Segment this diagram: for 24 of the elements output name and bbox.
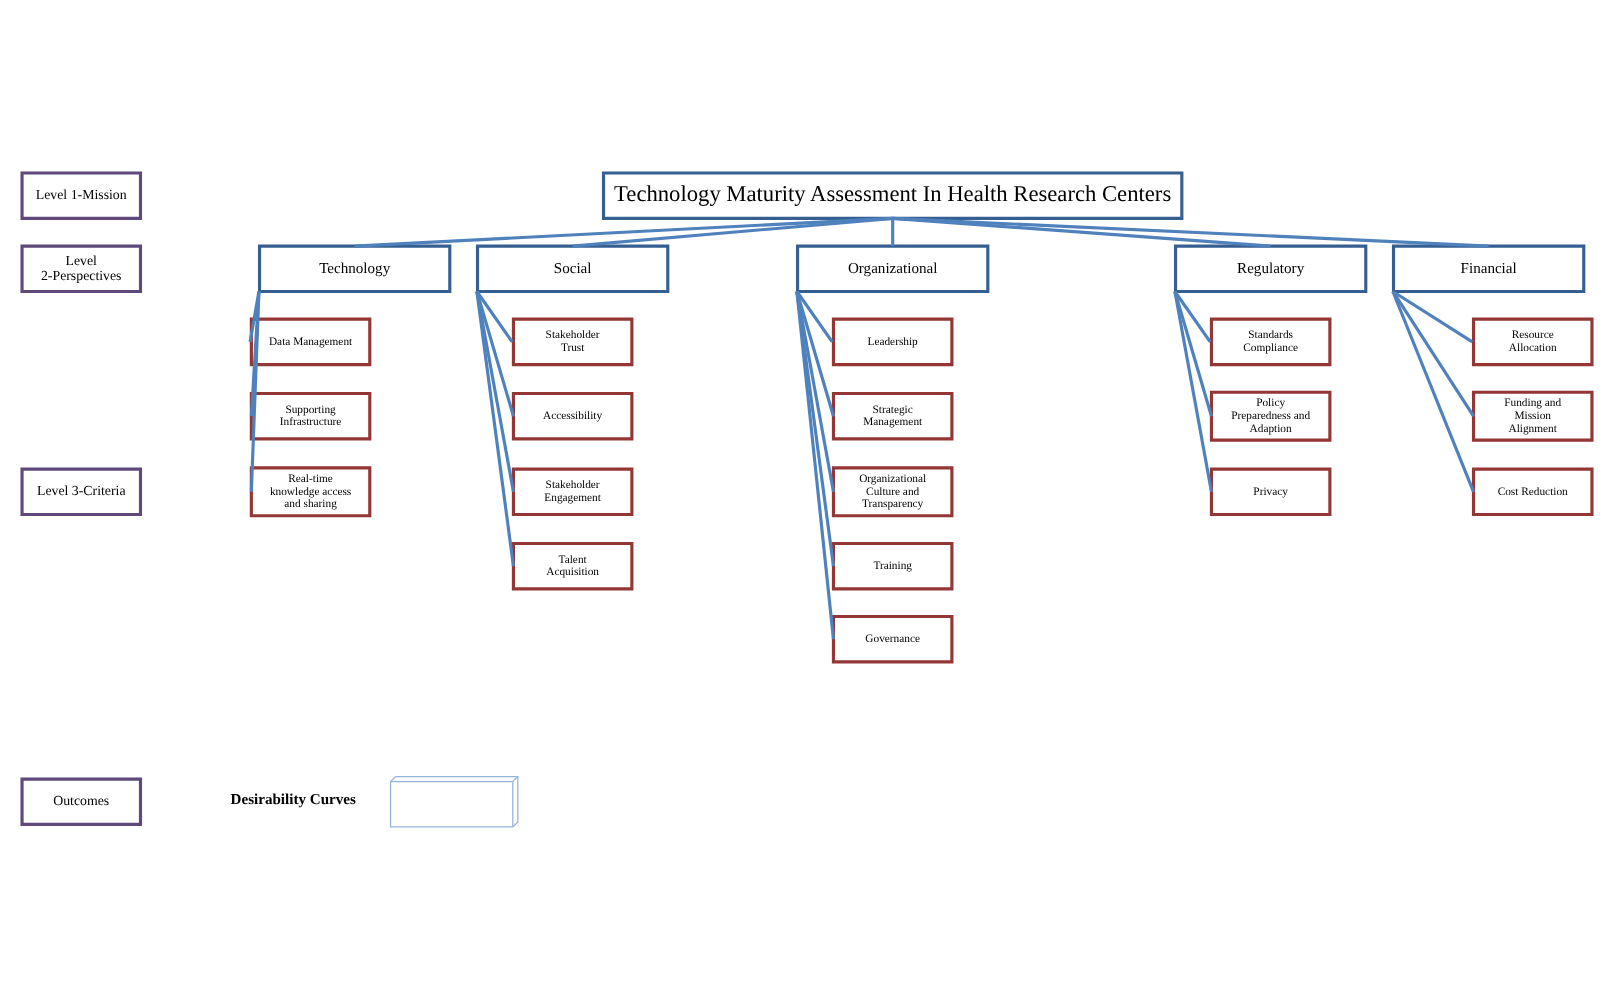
connector xyxy=(475,289,514,342)
connector xyxy=(795,289,834,342)
connector xyxy=(892,215,1489,247)
connector xyxy=(475,290,515,566)
connector xyxy=(354,215,893,247)
connector xyxy=(1391,289,1475,417)
connector xyxy=(248,290,261,342)
connector xyxy=(1391,289,1475,492)
connector xyxy=(1392,289,1474,343)
connector xyxy=(795,290,835,416)
connector xyxy=(1173,290,1213,416)
connector xyxy=(892,215,1271,247)
connector xyxy=(249,290,261,416)
connector xyxy=(795,290,835,492)
connector xyxy=(475,290,515,492)
connector xyxy=(572,215,893,247)
connector xyxy=(891,217,895,246)
connector xyxy=(249,290,261,491)
connector xyxy=(795,290,836,639)
connector xyxy=(1173,290,1213,492)
connector xyxy=(795,290,836,566)
connector xyxy=(1173,289,1212,342)
node-box: Technology Maturity Assessment In Health Research Centers xyxy=(601,170,1184,219)
connector xyxy=(475,290,515,416)
